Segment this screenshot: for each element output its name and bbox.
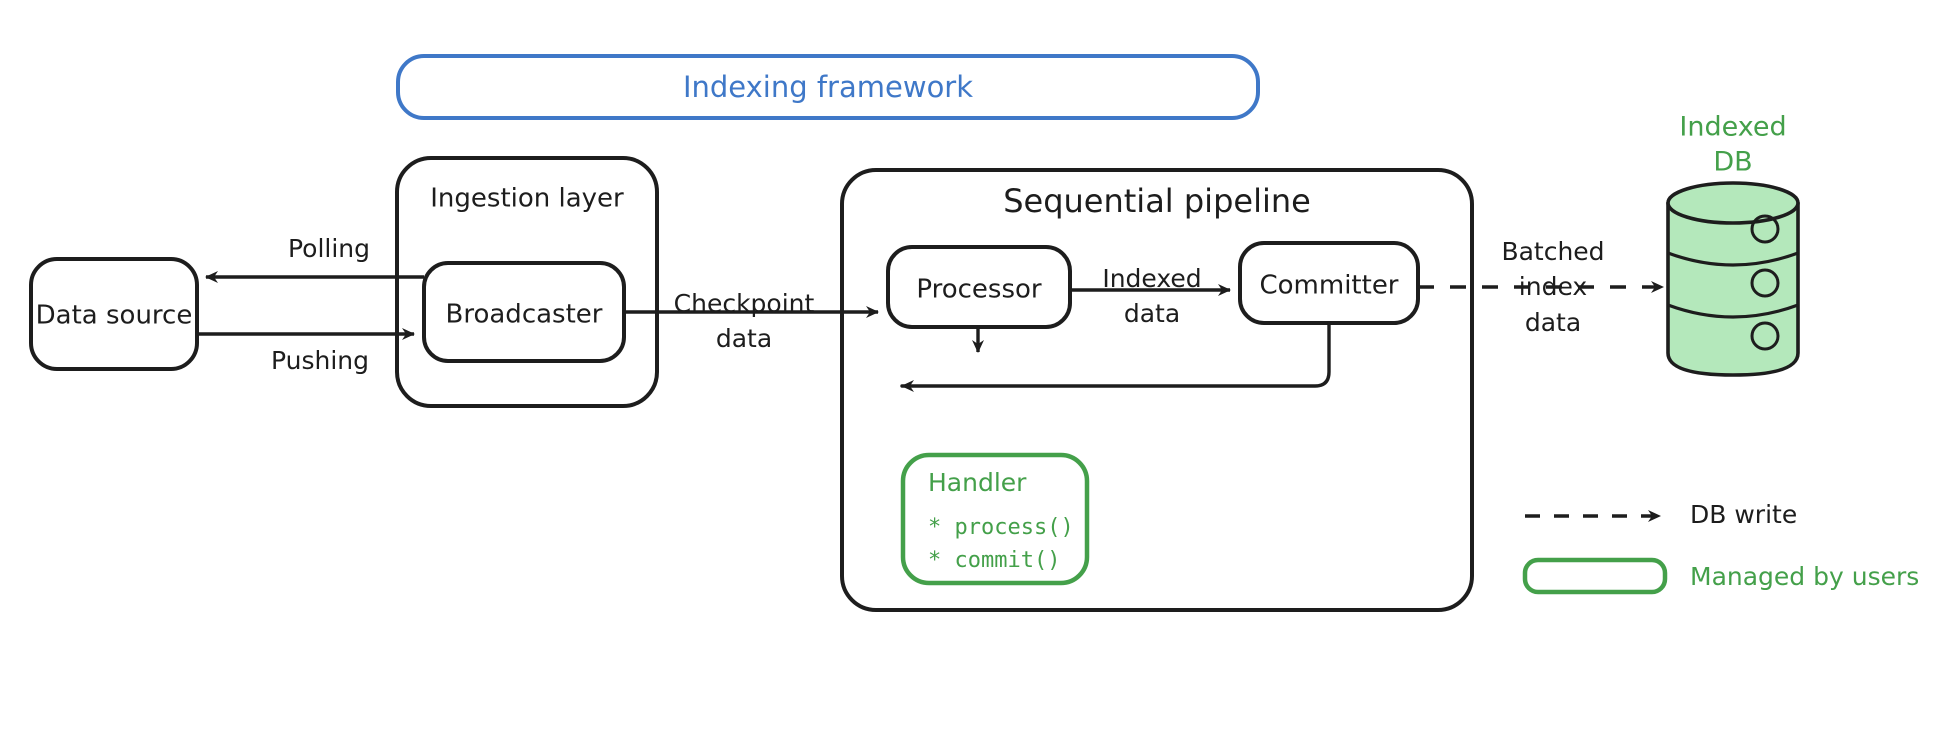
- ingestion-layer-title: Ingestion layer: [430, 184, 624, 214]
- checkpoint-data-edge: Checkpoint data: [624, 289, 879, 353]
- legend-managed-label: Managed by users: [1690, 562, 1919, 591]
- indexing-framework-container: Indexing framework: [396, 54, 1260, 120]
- indexed-data-label-line2: data: [1124, 299, 1180, 328]
- indexed-db-group: Indexed DB: [1666, 112, 1800, 377]
- sequential-pipeline-container: Sequential pipeline: [840, 168, 1474, 612]
- processor-label: Processor: [916, 275, 1042, 305]
- checkpoint-label-line1: Checkpoint: [674, 289, 815, 318]
- handler-method-process: * process(): [928, 515, 1074, 540]
- committer-node[interactable]: Committer: [1238, 241, 1420, 325]
- legend-item-db-write: DB write: [1525, 500, 1797, 529]
- ingestion-layer-container: Ingestion layer: [395, 156, 659, 408]
- batched-label-line3: data: [1525, 308, 1581, 337]
- batched-label-line1: Batched: [1501, 237, 1604, 266]
- committer-to-handler-edge: [900, 321, 1331, 392]
- indexed-data-label-line1: Indexed: [1102, 264, 1201, 293]
- batched-label-line2: index: [1519, 272, 1587, 301]
- indexed-db-label-line1: Indexed: [1679, 112, 1786, 143]
- broadcaster-node[interactable]: Broadcaster: [422, 261, 626, 363]
- handler-node[interactable]: Handler * process() * commit(): [900, 452, 1090, 586]
- indexing-framework-title: Indexing framework: [683, 70, 973, 104]
- sequential-pipeline-title: Sequential pipeline: [1003, 182, 1311, 220]
- processor-node[interactable]: Processor: [886, 245, 1072, 329]
- legend-item-managed-by-users: Managed by users: [1522, 557, 1919, 595]
- batched-index-data-edge: Batched index data: [1418, 237, 1664, 337]
- committer-label: Committer: [1259, 271, 1398, 301]
- handler-method-commit: * commit(): [928, 548, 1060, 573]
- handler-title: Handler: [928, 468, 1027, 497]
- pushing-edge: Pushing: [197, 328, 415, 375]
- legend-db-write-label: DB write: [1690, 500, 1797, 529]
- data-source-label: Data source: [36, 301, 193, 331]
- indexed-db-label-line2: DB: [1713, 147, 1752, 178]
- polling-label: Polling: [288, 234, 370, 263]
- broadcaster-label: Broadcaster: [446, 300, 603, 330]
- checkpoint-label-line2: data: [716, 324, 772, 353]
- data-source-node[interactable]: Data source: [29, 257, 199, 371]
- pushing-label: Pushing: [271, 346, 369, 375]
- polling-edge: Polling: [205, 234, 424, 283]
- legend: DB write Managed by users: [1522, 500, 1919, 595]
- indexed-data-edge: Indexed data: [1070, 264, 1231, 328]
- database-cylinder-icon: [1666, 181, 1800, 377]
